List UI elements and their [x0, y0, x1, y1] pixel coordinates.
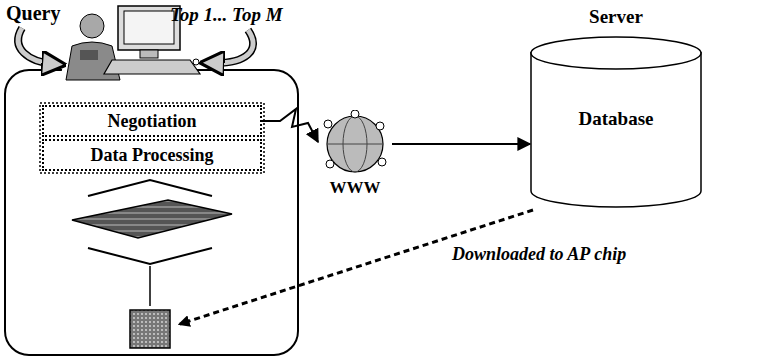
cylinder-top	[531, 37, 701, 69]
equator	[327, 144, 383, 145]
protocol-layer: Data Processing	[42, 139, 262, 171]
node-label: Database	[530, 108, 702, 130]
result-arrow-fill	[212, 30, 253, 63]
query-arrow-fill	[18, 28, 54, 64]
person-icon	[326, 160, 334, 168]
cylinder-body	[531, 52, 701, 207]
database-cylinder: ServerDatabase	[530, 4, 702, 208]
memory-board	[72, 200, 232, 238]
result-arrow	[212, 30, 253, 63]
person-icon	[324, 120, 332, 128]
connector-arrow	[262, 109, 318, 142]
ap-chip	[130, 310, 170, 348]
protocol-layer: Negotiation	[42, 105, 262, 137]
up-chevron	[88, 180, 212, 196]
globe	[327, 116, 383, 172]
node-label: WWW	[318, 178, 392, 198]
down-chevron	[88, 248, 212, 264]
node-label: Data Processing	[90, 145, 213, 166]
download-arrow	[180, 210, 533, 324]
chip-link	[149, 266, 151, 306]
person-icon	[351, 110, 359, 118]
network-globe: WWW	[318, 110, 392, 198]
connector-arrow	[392, 143, 530, 145]
person-icon	[378, 158, 386, 166]
node-label: Negotiation	[108, 111, 197, 132]
result-label: Top 1... Top M	[170, 4, 283, 26]
globe-icon	[318, 110, 392, 176]
transfer-label: Downloaded to AP chip	[452, 244, 626, 265]
node-heading: Server	[530, 6, 702, 28]
client-housing	[5, 70, 298, 355]
action-label: Query	[6, 2, 60, 25]
query-arrow	[18, 28, 54, 64]
person-icon	[376, 122, 384, 130]
layer-frame	[40, 103, 264, 173]
